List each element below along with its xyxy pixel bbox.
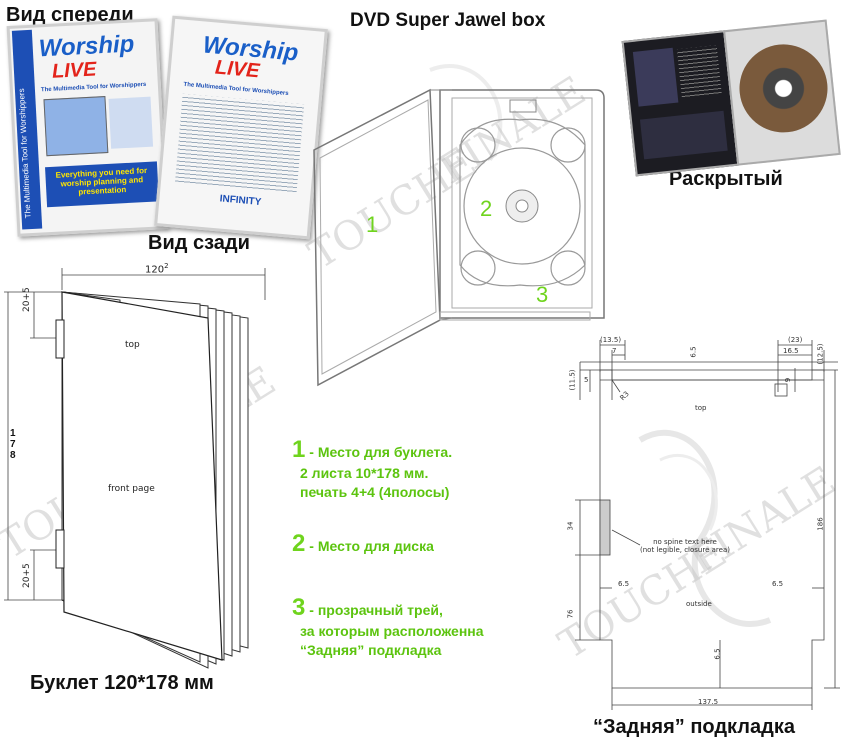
dim-6-5-top: 6.5	[689, 346, 698, 358]
dim-16-5: 16.5	[783, 347, 799, 355]
case-label-2: 2	[480, 196, 493, 221]
legend-num-3: 3	[292, 594, 306, 621]
back-view-heading: Вид сзади	[148, 232, 250, 254]
legend-num-1: 1	[292, 436, 306, 463]
height-digit-1: 1	[10, 428, 16, 439]
dim-12-5: (12.5)	[816, 343, 825, 365]
dim-34: 34	[566, 521, 575, 531]
legend-dash-2: -	[305, 538, 318, 554]
legend-dash-1: -	[305, 444, 318, 460]
main-title: DVD Super Jawel box	[350, 10, 546, 31]
dim-6-5-left: 6.5	[618, 580, 630, 588]
legend-item-1: 1 - Место для буклета. 2 листа 10*178 мм…	[292, 436, 452, 502]
booklet-height-dim: 1 7 8	[10, 428, 18, 461]
dim-13-5: (13.5)	[600, 336, 622, 344]
dim-5: 5	[584, 376, 589, 384]
spine-note-line-1: no spine text here	[653, 538, 717, 546]
height-digit-2: 7	[10, 439, 16, 450]
legend-dash-3: -	[305, 602, 318, 618]
legend-1-line-2: 2 листа 10*178 мм.	[300, 465, 429, 481]
insert-top-label: top	[695, 404, 707, 412]
legend-1-line-1: Место для буклета.	[317, 444, 453, 460]
dim-11-5: (11.5)	[568, 369, 577, 391]
legend-1-line-3: печать 4+4 (4полосы)	[300, 484, 450, 500]
dim-186: 186	[816, 517, 825, 531]
legend-num-2: 2	[292, 530, 306, 557]
legend-3-line-1: прозрачный трей,	[317, 602, 443, 618]
booklet-width-value: 120	[145, 264, 165, 276]
case-label-1: 1	[366, 212, 379, 237]
back-insert-heading: “Задняя” подкладка	[593, 716, 795, 738]
booklet-heading: Буклет 120*178 мм	[30, 672, 214, 694]
spine-note-line-2: (not legible, closure area)	[640, 546, 730, 554]
height-digit-3: 8	[10, 450, 16, 461]
legend-2-line-1: Место для диска	[317, 538, 434, 554]
dim-7: 7	[612, 347, 617, 355]
outside-label: outside	[686, 600, 712, 608]
dim-137-5: 137.5	[698, 698, 719, 706]
dim-23: (23)	[788, 336, 803, 344]
dim-6-5-right: 6.5	[772, 580, 784, 588]
opened-heading: Раскрытый	[669, 168, 783, 190]
legend-3-line-2: за которым расположенна	[300, 623, 484, 639]
booklet-front-label: front page	[108, 484, 155, 494]
legend-item-2: 2 - Место для диска	[292, 530, 434, 558]
dim-76: 76	[566, 609, 575, 619]
case-label-3: 3	[536, 282, 549, 307]
spine-note: no spine text here (not legible, closure…	[640, 538, 730, 554]
booklet-top-label: top	[125, 340, 140, 350]
booklet-width-dim: 1202	[145, 262, 169, 275]
legend-item-3: 3 - прозрачный трей, за которым располож…	[292, 594, 484, 660]
legend-3-line-3: “Задняя” подкладка	[300, 642, 442, 658]
booklet-width-tolerance: 2	[164, 262, 169, 270]
dim-6-5-bottom: 6.5	[713, 648, 722, 660]
dim-9: 9	[784, 377, 793, 383]
